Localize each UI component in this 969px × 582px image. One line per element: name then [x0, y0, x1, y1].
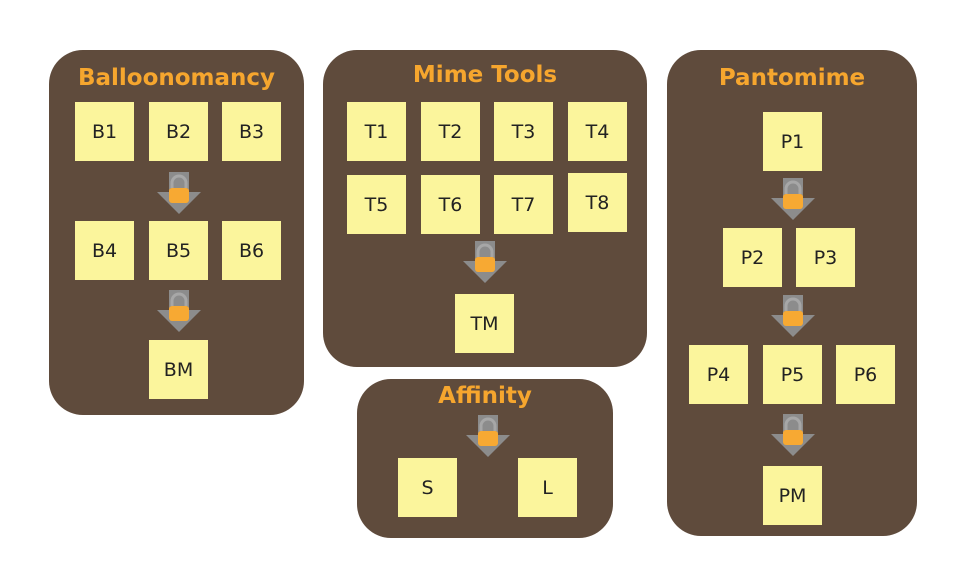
affinity-title: Affinity [438, 383, 532, 409]
mime-tools-panel: Mime Tools T1 T2 T3 T4 T5 T6 T7 T8 TM [323, 50, 647, 367]
node-b6: B6 [222, 221, 281, 280]
node-p1: P1 [763, 112, 822, 171]
node-t1: T1 [347, 102, 406, 161]
node-p4: P4 [689, 345, 748, 404]
node-t7: T7 [494, 175, 553, 234]
lock-arrow-icon [771, 295, 815, 337]
node-bm: BM [149, 340, 208, 399]
node-b2: B2 [149, 102, 208, 161]
pantomime-title: Pantomime [718, 65, 866, 91]
node-s: S [398, 458, 457, 517]
lock-arrow-icon [466, 415, 510, 457]
node-t2: T2 [421, 102, 480, 161]
lock-arrow-icon [463, 241, 507, 283]
balloonomancy-panel: Balloonomancy B1 B2 B3 B4 B5 B6 BM [49, 50, 304, 415]
lock-arrow-icon [157, 290, 201, 332]
node-b3: B3 [222, 102, 281, 161]
lock-arrow-icon [771, 414, 815, 456]
lock-arrow-icon [771, 178, 815, 220]
node-t4: T4 [568, 102, 627, 161]
affinity-panel: Affinity S L [357, 379, 613, 538]
node-p5: P5 [763, 345, 822, 404]
node-b1: B1 [75, 102, 134, 161]
mime-tools-title: Mime Tools [412, 62, 558, 88]
node-b4: B4 [75, 221, 134, 280]
node-t5: T5 [347, 175, 406, 234]
pantomime-panel: Pantomime P1 P2 P3 P4 P5 P6 PM [667, 50, 917, 536]
node-t8: T8 [568, 173, 627, 232]
node-l: L [518, 458, 577, 517]
node-t6: T6 [421, 175, 480, 234]
node-b5: B5 [149, 221, 208, 280]
lock-arrow-icon [157, 172, 201, 214]
node-tm: TM [455, 294, 514, 353]
balloonomancy-title: Balloonomancy [77, 65, 276, 91]
node-p3: P3 [796, 228, 855, 287]
node-p2: P2 [723, 228, 782, 287]
node-pm: PM [763, 466, 822, 525]
node-p6: P6 [836, 345, 895, 404]
node-t3: T3 [494, 102, 553, 161]
